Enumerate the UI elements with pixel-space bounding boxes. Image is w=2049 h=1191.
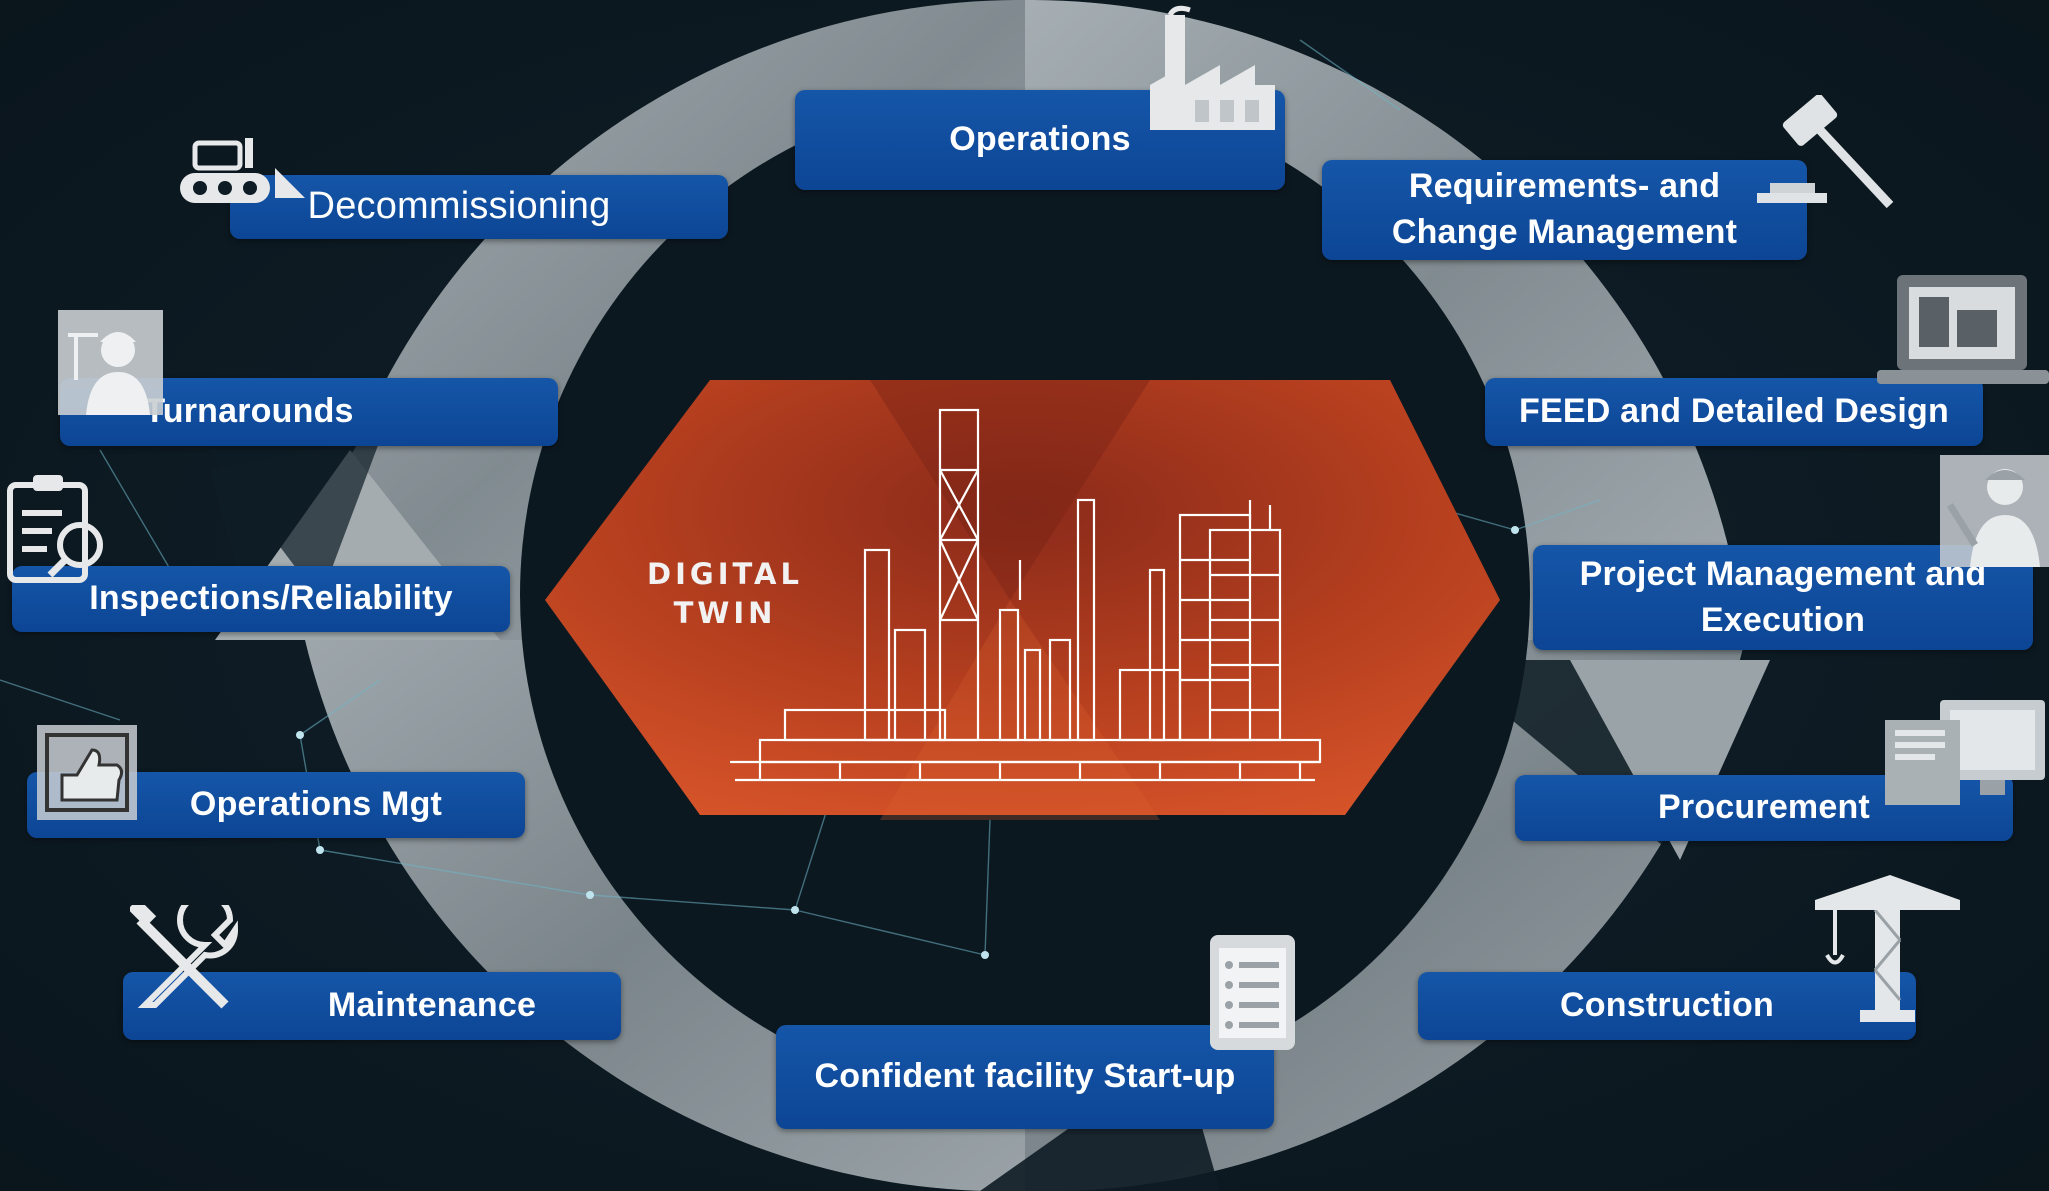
clipboard-inspect-icon bbox=[7, 475, 103, 583]
stage-operations-mgt-label: Operations Mgt bbox=[189, 785, 443, 824]
checklist-tablet-icon bbox=[1210, 935, 1295, 1050]
stage-decommissioning: Decommissioning bbox=[230, 175, 728, 239]
stage-maintenance-label: Maintenance bbox=[327, 986, 537, 1025]
digital-twin-title: DIGITAL TWIN bbox=[640, 555, 810, 633]
stage-requirements-change-management: Requirements- and Change Management bbox=[1322, 160, 1807, 260]
stage-feed-detailed-design: FEED and Detailed Design bbox=[1485, 378, 1983, 446]
stage-project-label-line2: Execution bbox=[1700, 600, 1866, 639]
thumbs-up-icon bbox=[37, 725, 137, 820]
stage-procurement: Procurement bbox=[1515, 775, 2013, 841]
gavel-icon bbox=[1757, 95, 1894, 209]
bulldozer-icon bbox=[180, 138, 305, 203]
digital-twin-title-line2: TWIN bbox=[673, 596, 777, 631]
refinery-icon bbox=[730, 408, 1322, 782]
digital-twin-title-line1: DIGITAL bbox=[647, 557, 803, 591]
stage-procurement-label: Procurement bbox=[1658, 788, 1870, 827]
engineer-icon bbox=[1940, 455, 2049, 567]
stage-construction: Construction bbox=[1418, 972, 1916, 1040]
digital-twin-hexagon bbox=[545, 380, 1500, 815]
stage-inspections-reliability: Inspections/Reliability bbox=[12, 566, 510, 632]
stage-inspections-label: Inspections/Reliability bbox=[89, 579, 453, 618]
stage-project-management-execution: Project Management and Execution bbox=[1533, 545, 2033, 650]
worker-crane-icon bbox=[58, 310, 163, 415]
stage-confident-startup: Confident facility Start-up bbox=[776, 1025, 1274, 1129]
stage-feed-label: FEED and Detailed Design bbox=[1519, 392, 1949, 431]
documents-monitor-icon bbox=[1885, 700, 2045, 805]
stage-startup-label: Confident facility Start-up bbox=[814, 1057, 1236, 1096]
stage-decommissioning-label: Decommissioning bbox=[307, 185, 611, 228]
wrench-screwdriver-icon bbox=[130, 905, 239, 1009]
laptop-design-icon bbox=[1877, 275, 2049, 384]
stage-requirements-label-line2: Change Management bbox=[1391, 213, 1738, 251]
factory-icon bbox=[1150, 5, 1275, 130]
stage-requirements-label-line1: Requirements- and bbox=[1408, 167, 1721, 206]
crane-icon bbox=[1815, 875, 1960, 1022]
stage-turnarounds-label: Turnarounds bbox=[144, 392, 354, 431]
stage-construction-label: Construction bbox=[1560, 986, 1774, 1025]
stage-project-label-line1: Project Management and bbox=[1579, 554, 1987, 593]
stage-operations-label: Operations bbox=[949, 120, 1131, 159]
